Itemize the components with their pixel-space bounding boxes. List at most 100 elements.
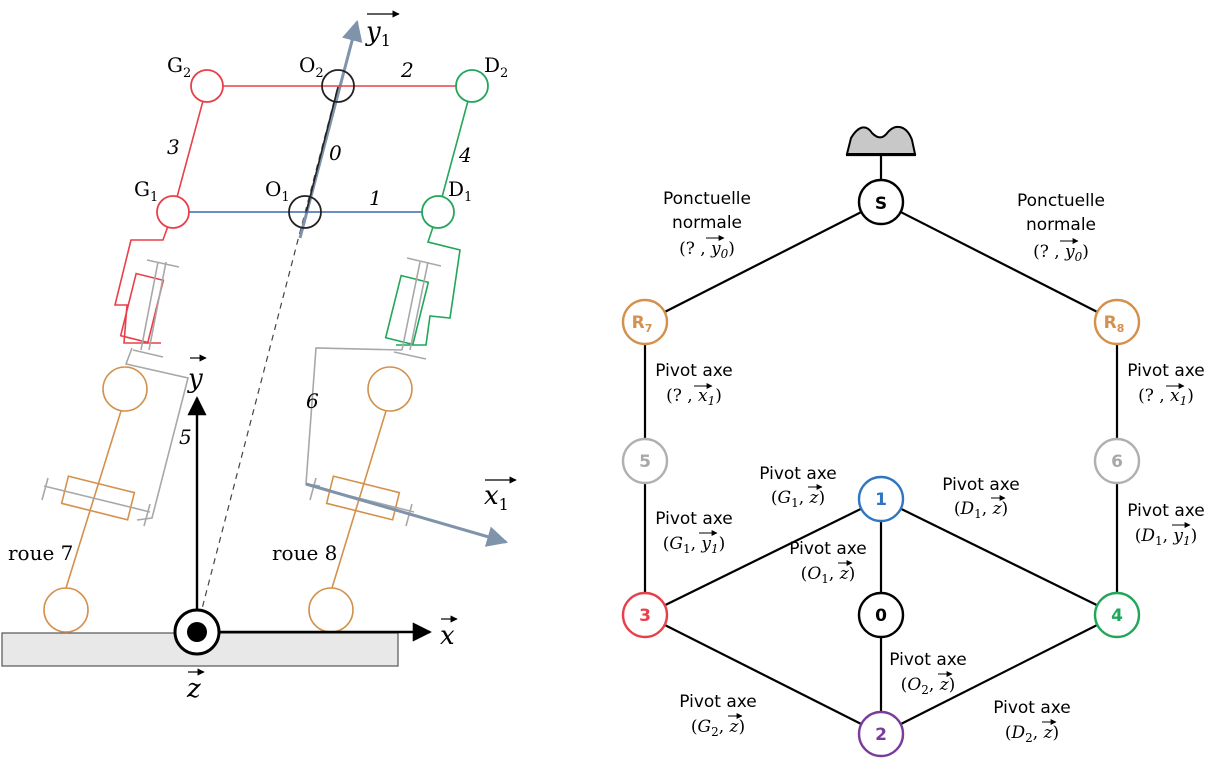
x1-axis-arrow — [305, 482, 509, 547]
node-R7: R7 — [621, 298, 669, 346]
svg-text:(? , x1): (? , x1) — [1138, 386, 1194, 408]
joint-D1 — [421, 195, 455, 229]
svg-text:(D1, y1): (D1, y1) — [1135, 526, 1198, 548]
left-guide-2 — [148, 261, 167, 351]
svg-text:Pivot axe: Pivot axe — [655, 361, 733, 381]
right-guide-2 — [409, 261, 429, 351]
node-S: S — [857, 178, 905, 226]
svg-text:1: 1 — [875, 490, 887, 510]
label-y-axis: y — [187, 354, 207, 394]
right-ground-wheel — [308, 587, 354, 633]
edge-label-1-0: Pivot axe (O1, z) — [789, 539, 867, 586]
label-O2: O2 — [299, 53, 324, 81]
edge-label-S-R8: Ponctuelle normale (? , y0) — [1017, 191, 1105, 264]
right-wheel-hub — [325, 475, 401, 521]
edge-3-1 — [644, 498, 882, 616]
body-6 — [305, 347, 403, 487]
svg-text:Pivot axe: Pivot axe — [889, 650, 967, 670]
svg-text:(? , y0): (? , y0) — [1033, 242, 1089, 264]
label-G1: G1 — [134, 177, 158, 205]
edge-label-R8-6: Pivot axe (? , x1) — [1127, 361, 1205, 408]
label-roue-7: roue 7 — [8, 541, 73, 565]
svg-text:(O2, z): (O2, z) — [901, 675, 956, 697]
edge-label-4-2: Pivot axe (D2, z) — [993, 698, 1071, 745]
joint-O1 — [288, 195, 322, 229]
svg-text:Pivot axe: Pivot axe — [679, 692, 757, 712]
right-slider-body — [396, 211, 461, 346]
edge-label-6-4: Pivot axe (D1, y1) — [1127, 501, 1205, 548]
edge-label-1-4: Pivot axe (D1, z) — [942, 475, 1020, 521]
edge-1-4 — [880, 498, 1118, 616]
label-D1: D1 — [448, 177, 472, 205]
svg-text:y1: y1 — [365, 17, 391, 50]
svg-text:4: 4 — [1111, 606, 1123, 626]
node-6: 6 — [1093, 437, 1141, 485]
label-x1-axis: x1 — [484, 476, 517, 514]
label-roue-8: roue 8 — [272, 541, 337, 565]
body-5 — [124, 347, 189, 521]
left-upper-wheel — [102, 366, 148, 412]
svg-text:5: 5 — [639, 452, 651, 472]
node-4: 4 — [1093, 591, 1141, 639]
svg-text:normale: normale — [1026, 215, 1096, 235]
svg-text:(D2, z): (D2, z) — [1005, 723, 1059, 745]
joint-D2 — [455, 69, 489, 103]
joint-G1 — [156, 195, 190, 229]
svg-text:Pivot axe: Pivot axe — [1127, 361, 1205, 381]
ground-symbol-icon — [845, 125, 917, 180]
node-0: 0 — [857, 591, 905, 639]
label-bar-6: 6 — [306, 389, 319, 413]
edge-label-5-3: Pivot axe (G1, y1) — [655, 509, 733, 556]
right-guide — [401, 261, 421, 351]
origin-z-dot — [187, 622, 207, 642]
left-guide-cap1 — [146, 259, 180, 268]
edge-4-2 — [880, 614, 1118, 735]
joint-G2 — [190, 69, 224, 103]
left-axle — [43, 485, 151, 513]
svg-text:R8: R8 — [1104, 313, 1125, 335]
svg-text:(? , x1): (? , x1) — [666, 386, 722, 408]
left-wheel-arm — [65, 410, 122, 589]
left-wheel-hub — [60, 475, 136, 521]
svg-text:(D1, z): (D1, z) — [954, 499, 1008, 521]
node-5: 5 — [621, 437, 669, 485]
svg-text:R7: R7 — [632, 313, 653, 335]
svg-text:x1: x1 — [484, 481, 509, 514]
svg-text:S: S — [875, 194, 887, 214]
node-2: 2 — [857, 710, 905, 758]
left-axle-tick1 — [41, 477, 49, 501]
label-bar-0: 0 — [329, 141, 342, 165]
right-upper-wheel — [367, 366, 413, 412]
svg-text:(G1, z): (G1, z) — [771, 488, 825, 510]
label-bar-5: 5 — [179, 425, 192, 449]
edge-S-R7 — [644, 201, 882, 323]
edge-label-3-2: Pivot axe (G2, z) — [679, 692, 757, 739]
svg-text:(G1, y1): (G1, y1) — [663, 534, 726, 556]
left-ground-wheel — [43, 587, 89, 633]
svg-text:z: z — [186, 674, 201, 704]
svg-text:Pivot axe: Pivot axe — [993, 698, 1071, 718]
edge-label-3-1: Pivot axe (G1, z) — [759, 464, 837, 510]
joint-O2 — [321, 69, 355, 103]
svg-text:normale: normale — [672, 213, 742, 233]
edge-label-0-2: Pivot axe (O2, z) — [889, 650, 967, 697]
label-z-axis: z — [186, 668, 205, 704]
svg-text:2: 2 — [875, 725, 887, 745]
right-axle-tick1 — [309, 477, 317, 501]
svg-text:Pivot axe: Pivot axe — [942, 475, 1020, 495]
svg-text:0: 0 — [875, 606, 887, 626]
left-axle-tick2 — [143, 503, 151, 527]
mechanism-diagram: G2 O2 D2 G1 O1 D1 2 3 0 4 1 5 6 roue 7 r… — [1, 10, 517, 704]
label-y1-axis: y1 — [365, 10, 400, 50]
node-3: 3 — [621, 591, 669, 639]
label-x-axis: x — [440, 615, 458, 651]
edge-S-R8 — [880, 201, 1118, 323]
right-guide-cap1 — [406, 257, 442, 267]
svg-text:y: y — [187, 364, 203, 394]
svg-text:Pivot axe: Pivot axe — [655, 509, 733, 529]
left-guide-cap2 — [132, 349, 164, 358]
liaison-graph: S R7 R8 5 6 1 0 3 — [621, 125, 1205, 758]
right-guide-cap2 — [393, 351, 427, 360]
svg-text:3: 3 — [639, 606, 651, 626]
